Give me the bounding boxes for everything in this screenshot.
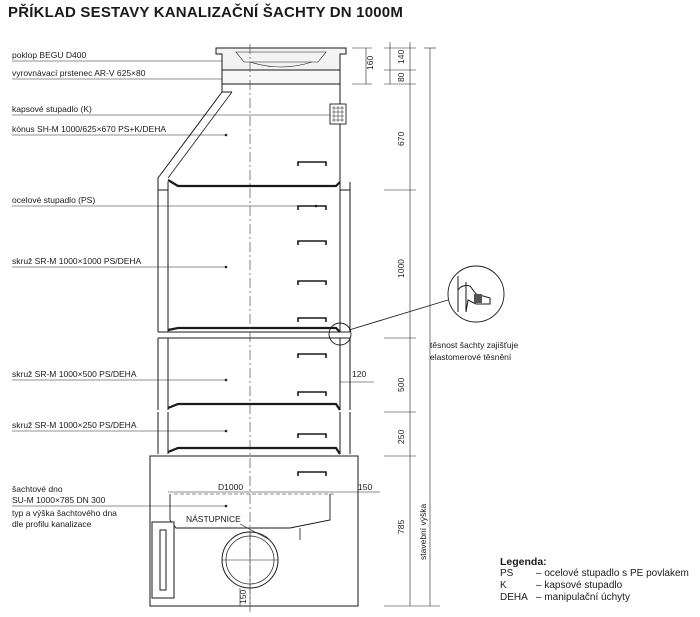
cone-right-wall — [339, 84, 351, 191]
dim-160: 160 — [365, 56, 375, 70]
dimension-chain — [352, 42, 440, 607]
label-ocelove: ocelové stupadlo (PS) — [12, 195, 95, 205]
adjusting-ring — [221, 69, 341, 85]
steps-ps — [297, 161, 327, 476]
svg-text:150: 150 — [238, 590, 248, 604]
label-skruz1000: skruž SR-M 1000×1000 PS/DEHA — [12, 256, 142, 266]
dim-670: 670 — [396, 132, 406, 146]
legend-desc: – kapsové stupadlo — [536, 580, 623, 591]
legend-key: K — [500, 580, 507, 591]
label-dno2: SU-M 1000×785 DN 300 — [12, 495, 106, 505]
legend-key: PS — [500, 568, 514, 579]
label-konus: kónus SH-M 1000/625×670 PS+K/DEHA — [12, 124, 166, 134]
dim-140: 140 — [396, 50, 406, 64]
label-poklop: poklop BEGU D400 — [12, 50, 86, 60]
dim-120: 120 — [340, 369, 374, 383]
shaft-body — [149, 47, 359, 607]
seal-detail — [328, 265, 505, 346]
legend-desc: – manipulační úchyty — [536, 592, 630, 603]
dim-80: 80 — [396, 72, 406, 82]
dim-d1000: D1000 — [168, 482, 340, 493]
label-stavebni-vyska: stavební výška — [418, 504, 428, 560]
label-dno1: šachtové dno — [12, 484, 63, 494]
svg-text:D1000: D1000 — [218, 482, 243, 492]
label-nastupnice: NÁSTUPNICE — [186, 514, 241, 524]
legend-key: DEHA — [500, 592, 528, 603]
label-prstenec: vyrovnávací prstenec AR-V 625×80 — [12, 68, 146, 78]
dim-785: 785 — [396, 520, 406, 534]
legend-item: K – kapsové stupadlo — [500, 580, 689, 592]
label-tesnost2: elastomerové těsnění — [430, 352, 512, 362]
part-labels: poklop BEGU D400 vyrovnávací prstenec AR… — [12, 50, 340, 529]
legend-item: DEHA – manipulační úchyty — [500, 592, 689, 604]
svg-text:120: 120 — [352, 369, 366, 379]
legend-title: Legenda: — [500, 556, 547, 568]
pocket-step — [329, 103, 347, 125]
label-tesnost1: těsnost šachty zajišťuje — [430, 340, 519, 350]
legend: Legenda: PS – ocelové stupadlo s PE povl… — [500, 556, 689, 604]
dim-500: 500 — [396, 378, 406, 392]
label-kapsove: kapsové stupadlo (K) — [12, 104, 92, 114]
label-dno4: dle profilu kanalizace — [12, 519, 92, 529]
svg-text:150: 150 — [358, 482, 372, 492]
label-skruz500: skruž SR-M 1000×500 PS/DEHA — [12, 369, 137, 379]
label-dno3: typ a výška šachtového dna — [12, 508, 117, 518]
shaft-base — [149, 455, 359, 607]
dim-250: 250 — [396, 430, 406, 444]
legend-desc: – ocelové stupadlo s PE povlakem — [536, 568, 689, 579]
cone-left-wall — [157, 84, 223, 191]
page-title: PŘÍKLAD SESTAVY KANALIZAČNÍ ŠACHTY DN 10… — [8, 4, 404, 21]
dim-150-right: 150 — [340, 482, 380, 493]
label-skruz250: skruž SR-M 1000×250 PS/DEHA — [12, 420, 137, 430]
dim-150-bottom: 150 — [238, 588, 248, 606]
dim-1000: 1000 — [396, 259, 406, 278]
legend-item: PS – ocelové stupadlo s PE povlakem — [500, 568, 689, 580]
